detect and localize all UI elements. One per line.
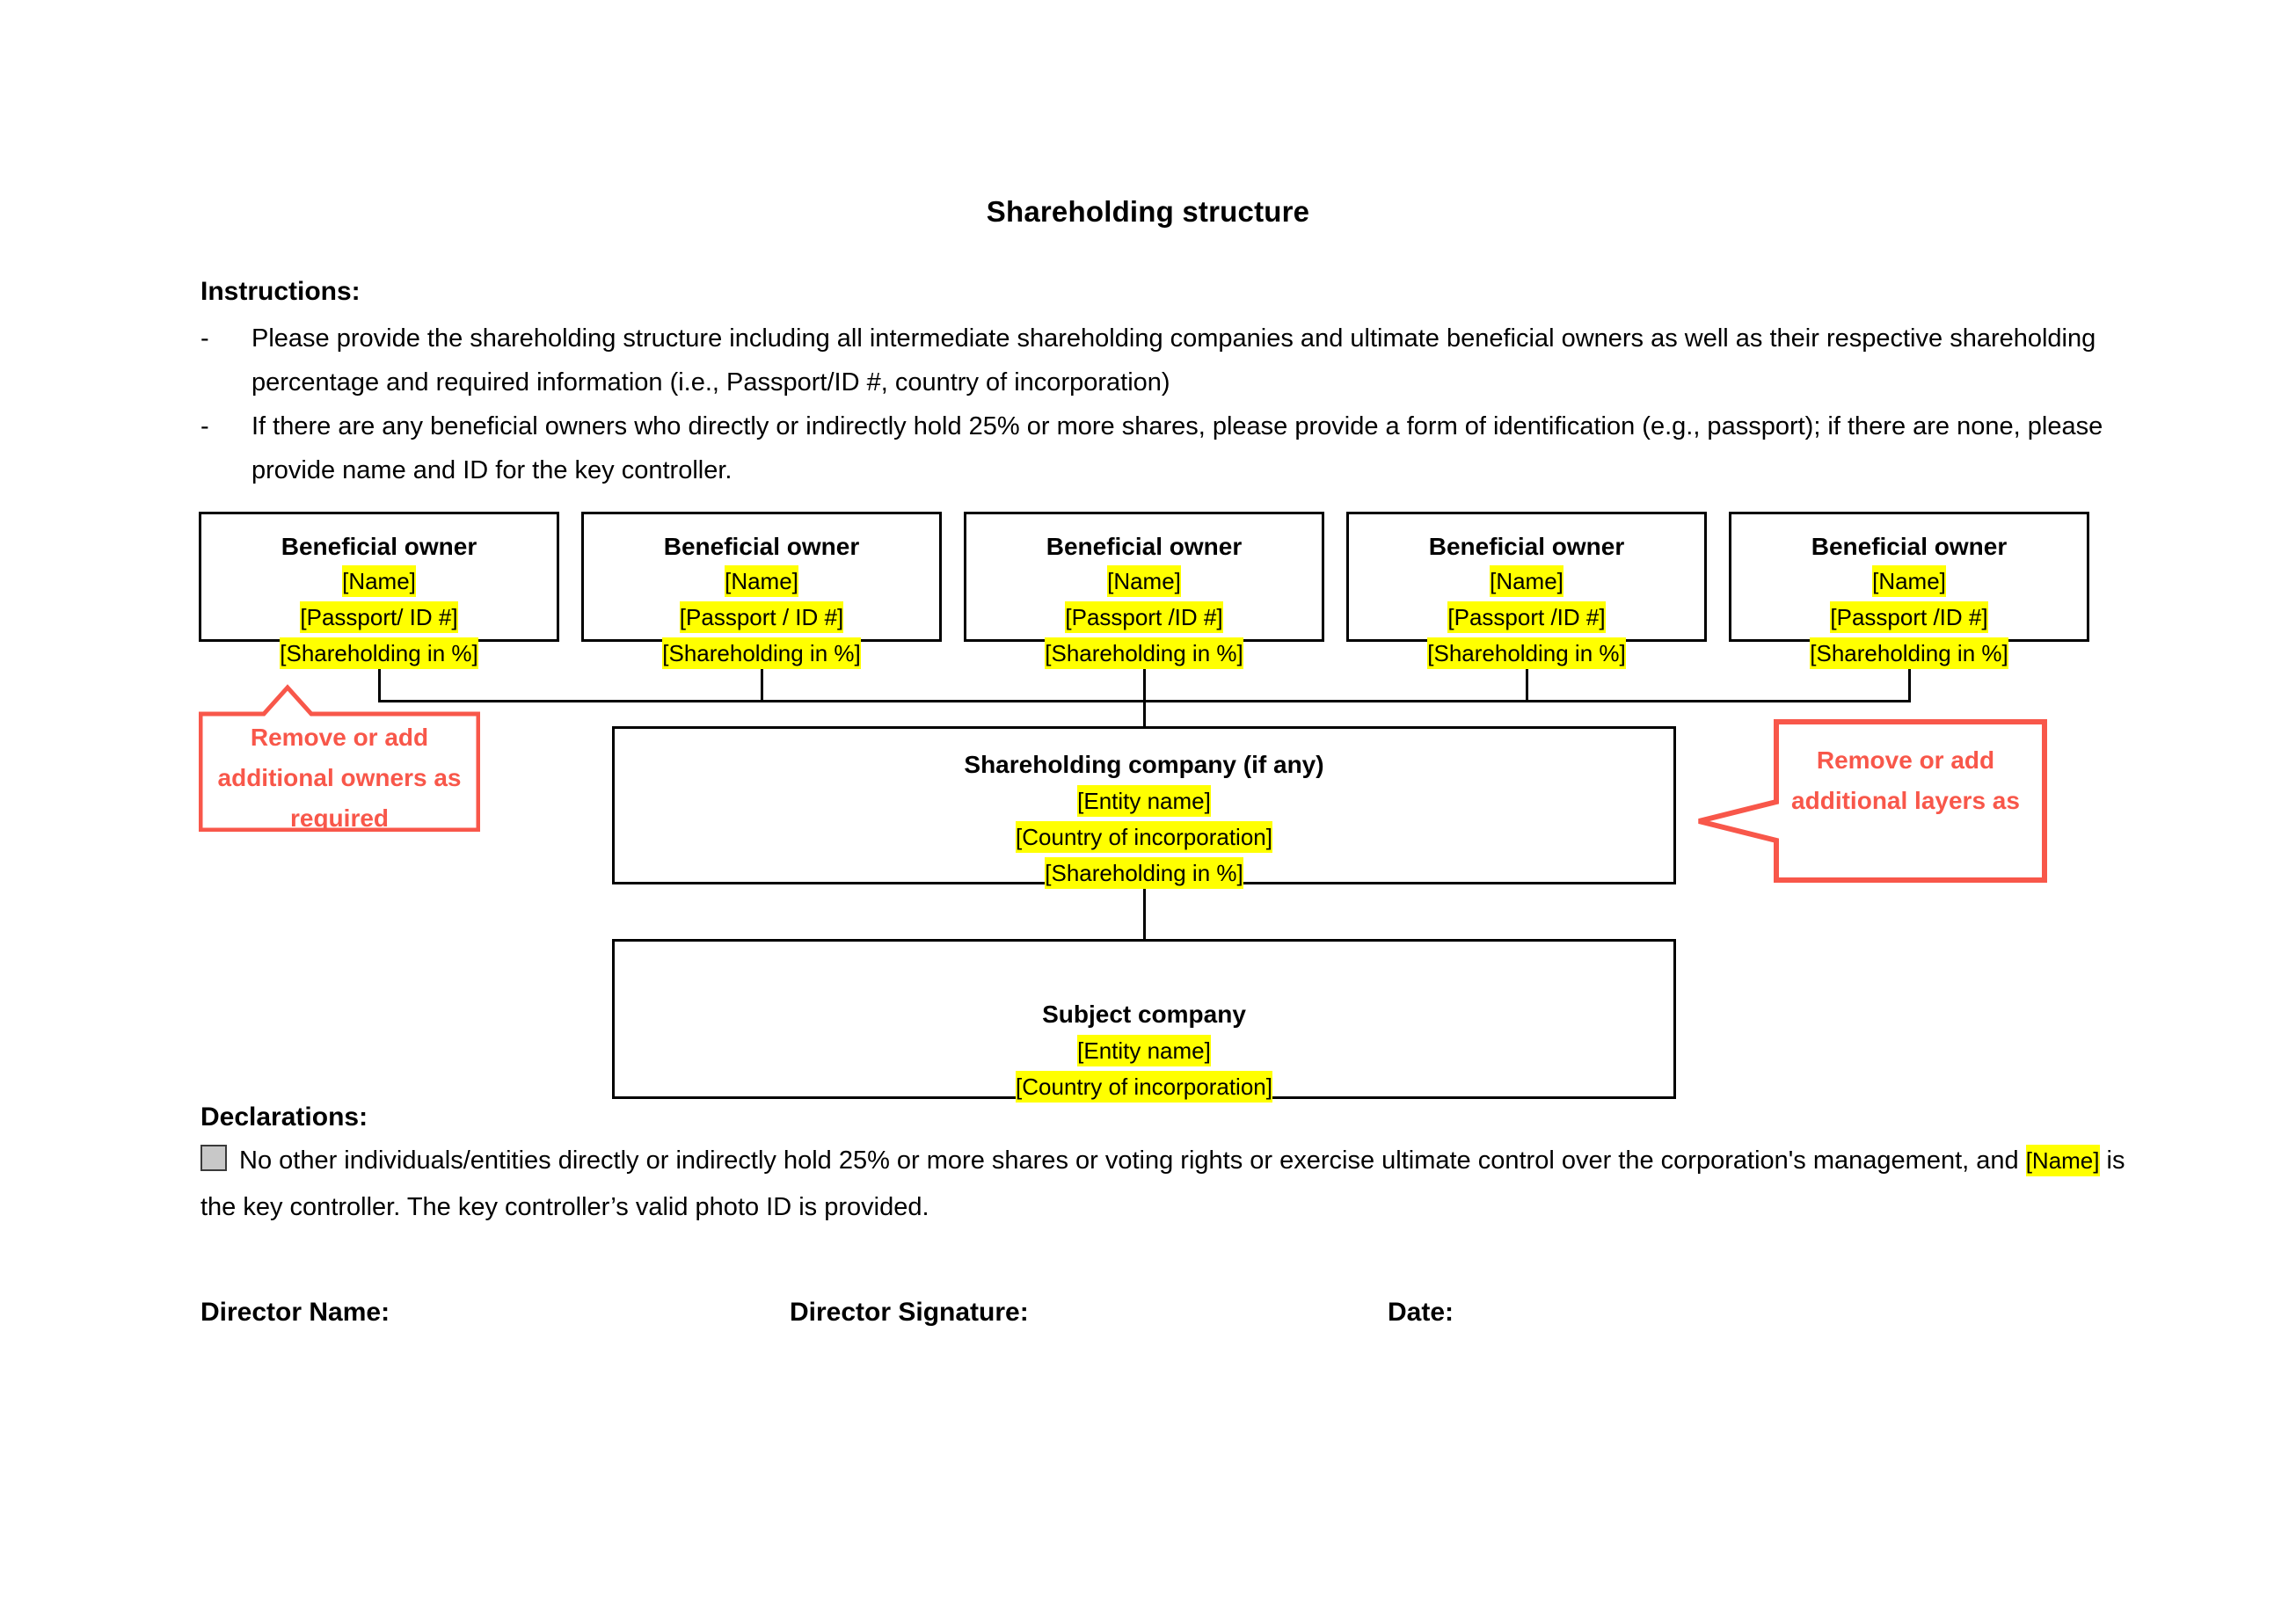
date-label: Date: [1388, 1298, 1454, 1327]
bullet-dash-icon: - [200, 412, 209, 440]
declaration-statement: No other individuals/entities directly o… [200, 1138, 2126, 1231]
beneficial-owner-name-line: [Name] [201, 565, 557, 601]
beneficial-owner-shareholding[interactable]: [Shareholding in %] [280, 637, 478, 669]
beneficial-owner-id-line: [Passport / ID #] [584, 601, 939, 637]
beneficial-owner-shareholding[interactable]: [Shareholding in %] [1810, 637, 2008, 669]
beneficial-owner-shareholding[interactable]: [Shareholding in %] [662, 637, 861, 669]
declaration-key-controller-name[interactable]: [Name] [2025, 1145, 2100, 1176]
beneficial-owner-name-line: [Name] [1731, 565, 2087, 601]
instructions-item-1: - Please provide the shareholding struct… [200, 317, 2126, 404]
beneficial-owner-title: Beneficial owner [281, 533, 477, 560]
declarations-heading: Declarations: [200, 1103, 368, 1132]
beneficial-owner-shareholding-line: [Shareholding in %] [1349, 637, 1704, 673]
connector-shareholding-to-subject [1143, 884, 1146, 941]
beneficial-owner-title: Beneficial owner [1046, 533, 1243, 560]
beneficial-owner-id-line: [Passport /ID #] [1731, 601, 2087, 637]
instructions-heading: Instructions: [200, 277, 361, 306]
connector-owner-1-drop [378, 642, 381, 702]
instructions-item-text: Please provide the shareholding structur… [251, 324, 2096, 397]
callout-remove-or-add-layers: Remove or add additional layers as [1695, 719, 2047, 883]
beneficial-owner-name[interactable]: [Name] [1490, 565, 1563, 597]
page-title: Shareholding structure [986, 195, 1310, 228]
declaration-text-after-name: is the key controller. The key controlle… [200, 1146, 2125, 1221]
beneficial-owner-passport-id[interactable]: [Passport /ID #] [1065, 601, 1223, 633]
shareholding-company-shareholding[interactable]: [Shareholding in %] [1045, 857, 1243, 889]
shareholding-company-country-line: [Country of incorporation] [615, 821, 1673, 857]
beneficial-owner-id-line: [Passport /ID #] [966, 601, 1322, 637]
bullet-dash-icon: - [200, 324, 209, 353]
callout-right-text: Remove or add additional layers as [1791, 746, 2020, 814]
shareholding-company-entity-name[interactable]: [Entity name] [1077, 785, 1211, 817]
beneficial-owner-shareholding-line: [Shareholding in %] [201, 637, 557, 673]
shareholding-company-title: Shareholding company (if any) [964, 751, 1324, 778]
beneficial-owner-id-line: [Passport /ID #] [1349, 601, 1704, 637]
beneficial-owner-shareholding-line: [Shareholding in %] [966, 637, 1322, 673]
connector-bus-to-shareholding-company [1143, 700, 1146, 728]
beneficial-owner-passport-id[interactable]: [Passport/ ID #] [300, 601, 458, 633]
beneficial-owner-box-5[interactable]: Beneficial owner [Name] [Passport /ID #]… [1729, 512, 2089, 669]
connector-owner-2-drop [761, 642, 763, 702]
instructions-list: - Please provide the shareholding struct… [200, 317, 2126, 492]
beneficial-owner-box-1[interactable]: Beneficial owner [Name] [Passport/ ID #]… [199, 512, 559, 669]
shareholding-company-country[interactable]: [Country of incorporation] [1016, 821, 1272, 853]
instructions-item-text: If there are any beneficial owners who d… [251, 412, 2103, 484]
beneficial-owner-name[interactable]: [Name] [342, 565, 416, 597]
instructions-item-2: - If there are any beneficial owners who… [200, 404, 2126, 492]
beneficial-owner-shareholding[interactable]: [Shareholding in %] [1045, 637, 1243, 669]
shareholding-company-box[interactable]: Shareholding company (if any) [Entity na… [612, 726, 1676, 889]
connector-owner-5-drop [1908, 642, 1911, 702]
declaration-checkbox[interactable] [200, 1145, 227, 1171]
beneficial-owner-box-3[interactable]: Beneficial owner [Name] [Passport /ID #]… [964, 512, 1324, 669]
beneficial-owner-shareholding[interactable]: [Shareholding in %] [1427, 637, 1626, 669]
callout-remove-or-add-owners: Remove or add additional owners as requi… [199, 684, 480, 832]
beneficial-owner-name[interactable]: [Name] [725, 565, 798, 597]
subject-company-box[interactable]: Subject company [Entity name] [Country o… [612, 939, 1676, 1103]
beneficial-owner-name-line: [Name] [584, 565, 939, 601]
beneficial-owner-passport-id[interactable]: [Passport /ID #] [1447, 601, 1606, 633]
subject-company-entity-name[interactable]: [Entity name] [1077, 1035, 1211, 1066]
beneficial-owner-title: Beneficial owner [1811, 533, 2008, 560]
beneficial-owner-box-2[interactable]: Beneficial owner [Name] [Passport / ID #… [581, 512, 942, 669]
beneficial-owner-title: Beneficial owner [1428, 533, 1625, 560]
subject-company-country-line: [Country of incorporation] [615, 1071, 1673, 1107]
beneficial-owner-shareholding-line: [Shareholding in %] [1731, 637, 2087, 673]
beneficial-owner-box-4[interactable]: Beneficial owner [Name] [Passport /ID #]… [1346, 512, 1707, 669]
beneficial-owner-name-line: [Name] [1349, 565, 1704, 601]
declaration-text-before-name: No other individuals/entities directly o… [239, 1146, 2026, 1175]
director-name-label: Director Name: [200, 1298, 390, 1327]
connector-owner-4-drop [1526, 642, 1528, 702]
director-signature-label: Director Signature: [790, 1298, 1029, 1327]
beneficial-owner-name[interactable]: [Name] [1872, 565, 1946, 597]
beneficial-owner-passport-id[interactable]: [Passport /ID #] [1830, 601, 1988, 633]
beneficial-owner-name[interactable]: [Name] [1107, 565, 1181, 597]
shareholding-company-entity-line: [Entity name] [615, 785, 1673, 821]
subject-company-title: Subject company [1042, 1001, 1246, 1028]
connector-owner-3-drop [1143, 642, 1146, 702]
beneficial-owner-passport-id[interactable]: [Passport / ID #] [679, 601, 844, 633]
beneficial-owner-title: Beneficial owner [663, 533, 860, 560]
subject-company-entity-line: [Entity name] [615, 1035, 1673, 1071]
callout-left-text: Remove or add additional owners as requi… [217, 724, 462, 832]
subject-company-country[interactable]: [Country of incorporation] [1016, 1071, 1272, 1103]
shareholding-company-shareholding-line: [Shareholding in %] [615, 857, 1673, 893]
beneficial-owner-shareholding-line: [Shareholding in %] [584, 637, 939, 673]
beneficial-owner-id-line: [Passport/ ID #] [201, 601, 557, 637]
beneficial-owner-name-line: [Name] [966, 565, 1322, 601]
